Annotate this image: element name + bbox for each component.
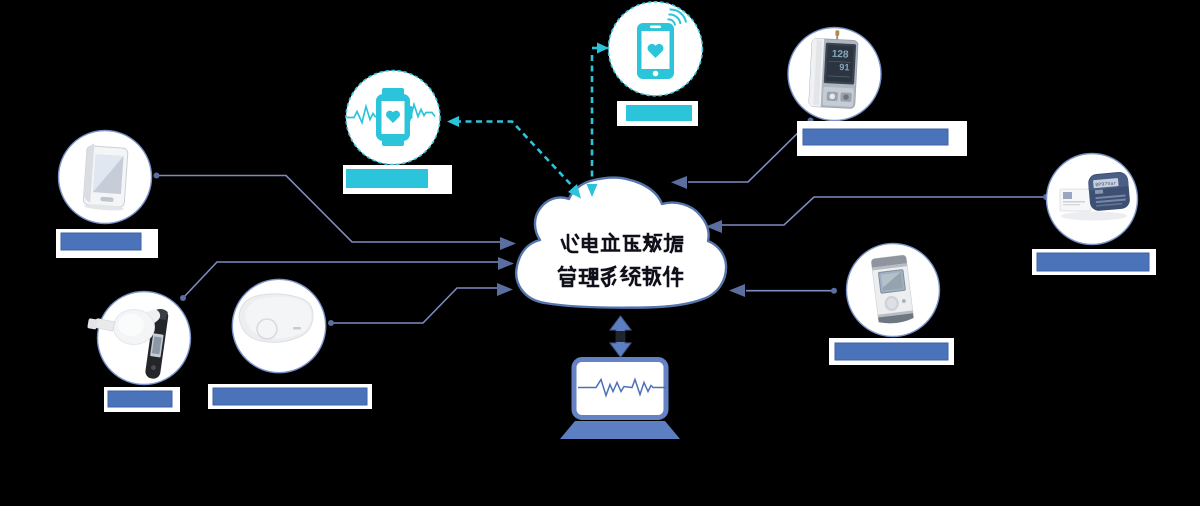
- svg-text:128: 128: [831, 49, 849, 61]
- svg-text:BP97Var: BP97Var: [1095, 180, 1116, 188]
- svg-text:91: 91: [839, 62, 850, 73]
